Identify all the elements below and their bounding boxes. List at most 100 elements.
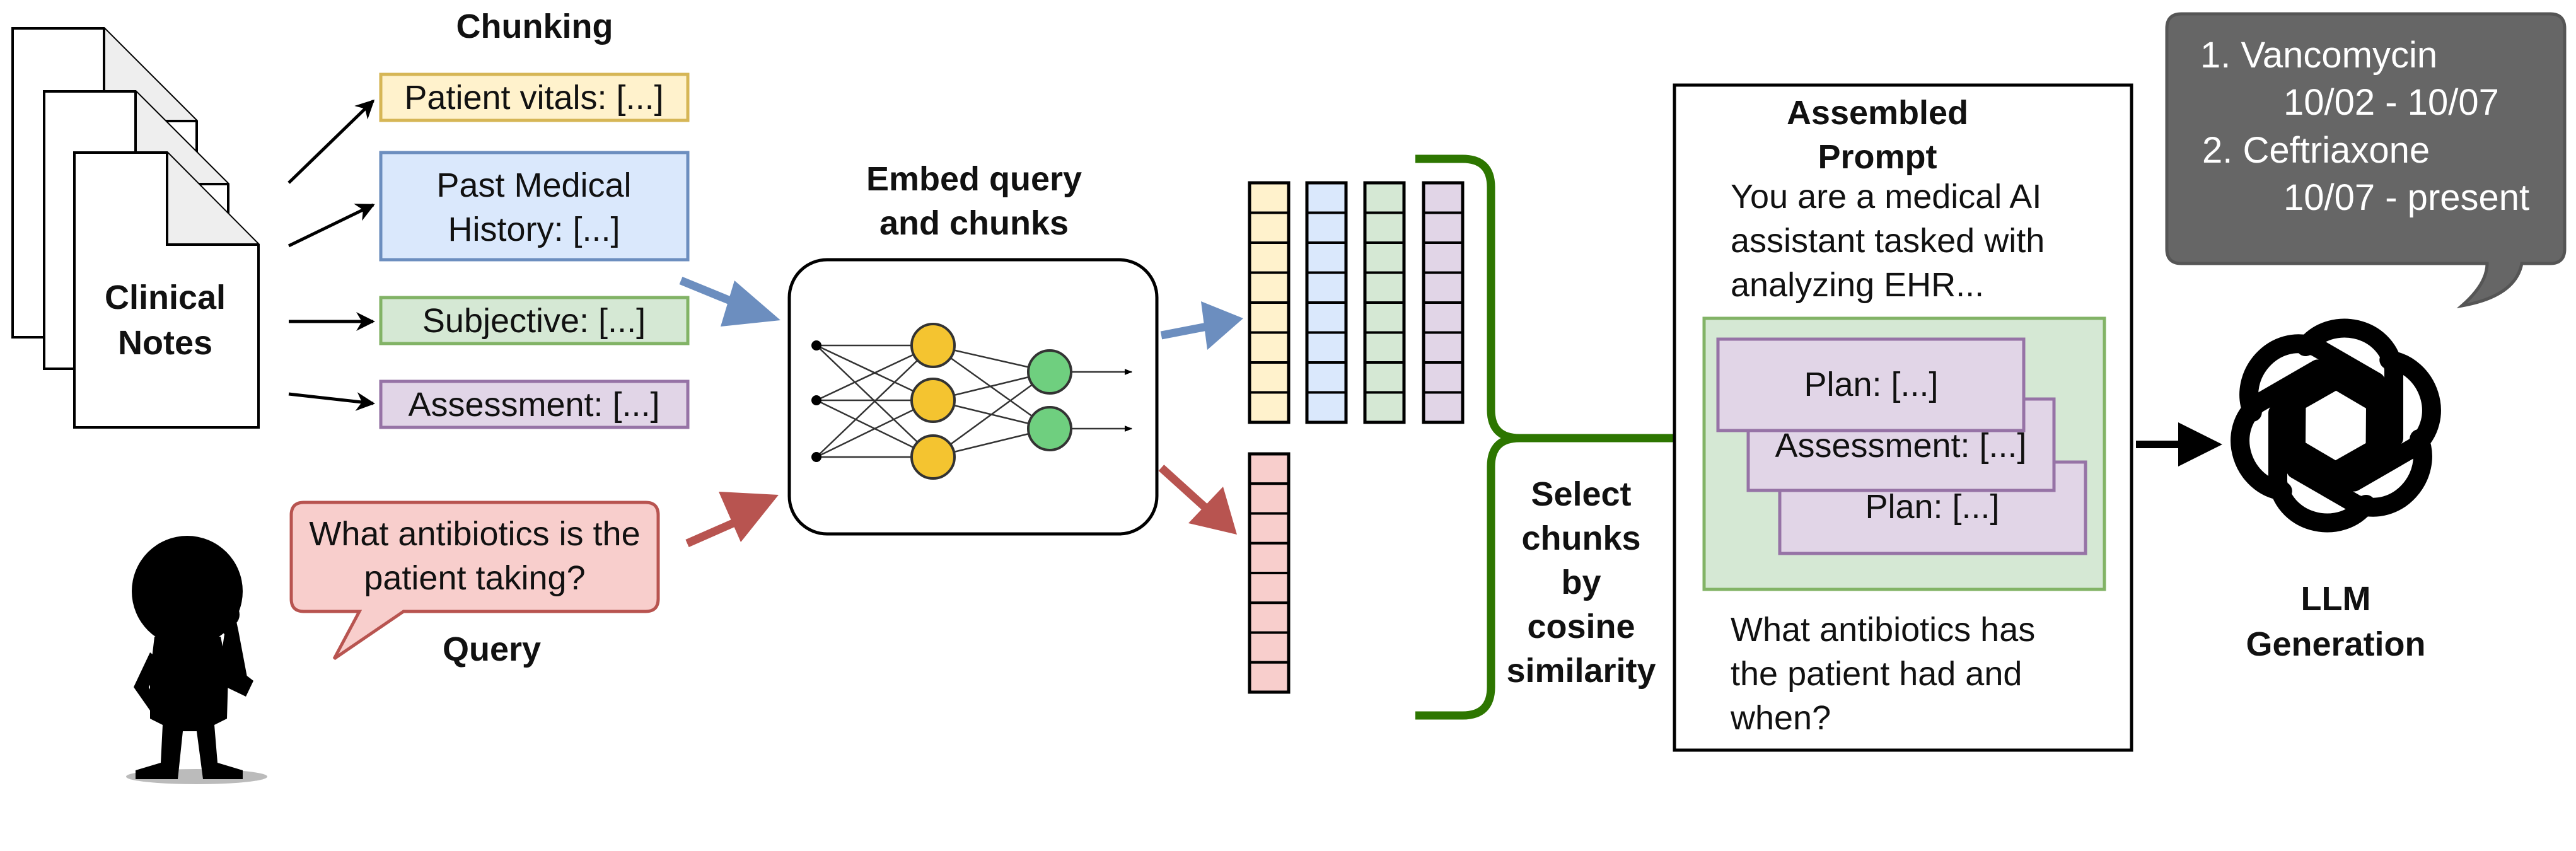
- vector-cell: [1248, 572, 1290, 605]
- vector-cell: [1248, 361, 1290, 394]
- vector-outline: [1305, 181, 1348, 424]
- prompt-intro-line3: analyzing EHR...: [1731, 266, 1984, 304]
- vector-cell: [1248, 331, 1290, 364]
- vector-cell: [1422, 241, 1464, 274]
- vector-cell: [1306, 211, 1347, 244]
- vector-cell: [1248, 601, 1290, 634]
- svg-text:Select: Select: [1531, 475, 1631, 513]
- chunks-to-embed-arrow: [679, 276, 780, 327]
- vector-cell: [1422, 361, 1464, 394]
- openai-logo-icon: [2231, 318, 2441, 533]
- vector-cell: [1248, 301, 1290, 334]
- vector-cell: [1422, 211, 1464, 244]
- notes-to-chunk-arrows: [287, 99, 375, 411]
- embedding-model-box: [787, 258, 1159, 536]
- output-line4: 10/07 - present: [2283, 177, 2529, 218]
- vector-outline: [1248, 181, 1291, 424]
- assembled-prompt-box: Assembled Prompt You are a medical AI as…: [1673, 83, 2133, 752]
- vector-cell: [1364, 361, 1405, 394]
- vector-cell: [1248, 211, 1290, 244]
- query-speech-bubble: What antibiotics is the patient taking?: [289, 501, 660, 661]
- query-to-embed-arrow: [685, 492, 779, 547]
- chunk-text-line2: History: [...]: [448, 211, 620, 248]
- embed-title-line2: and chunks: [879, 204, 1069, 242]
- embed-to-query-vector-arrow: [1158, 465, 1237, 535]
- vector-cell: [1306, 391, 1347, 424]
- vector-cell: [1248, 391, 1290, 424]
- prompt-to-llm-arrow: [2136, 422, 2222, 466]
- vector-blue: [1305, 181, 1348, 424]
- retrieved-chunk-2-text: Assessment: [...]: [1775, 427, 2026, 465]
- prompt-question-line3: when?: [1730, 699, 1831, 737]
- query-label: Query: [443, 630, 541, 668]
- vector-cell: [1364, 182, 1405, 214]
- prompt-question-line1: What antibiotics has: [1731, 611, 2035, 649]
- svg-text:similarity: similarity: [1506, 652, 1656, 690]
- vector-cell: [1422, 182, 1464, 214]
- output-line2: 10/02 - 10/07: [2283, 82, 2499, 123]
- query-text-line1: What antibiotics is the: [309, 515, 640, 553]
- vector-cell: [1364, 331, 1405, 364]
- svg-text:cosine: cosine: [1527, 608, 1635, 645]
- vector-yellow: [1248, 181, 1291, 424]
- vector-cell: [1364, 211, 1405, 244]
- select-chunks-label: Select chunks by cosine similarity: [1506, 475, 1656, 690]
- vector-outline: [1422, 181, 1465, 424]
- retrieved-chunk-1: [1716, 337, 2026, 432]
- vector-cell: [1248, 512, 1290, 545]
- chunk-text: Assessment: [...]: [408, 386, 659, 424]
- vector-cell: [1306, 241, 1347, 274]
- chunk-assessment: Assessment: [...]: [379, 379, 690, 429]
- llm-output-speech-bubble: 1. Vancomycin 10/02 - 10/07 2. Ceftriaxo…: [2165, 12, 2567, 309]
- vector-cell: [1248, 541, 1290, 574]
- chunk-subjective: Subjective: [...]: [379, 296, 690, 345]
- vector-cell: [1248, 661, 1290, 693]
- output-line1: 1. Vancomycin: [2200, 35, 2437, 76]
- vector-cell: [1248, 271, 1290, 304]
- retrieved-chunk-3-text: Plan: [...]: [1865, 488, 1999, 526]
- chunk-text: Patient vitals: [...]: [404, 79, 663, 117]
- vector-purple: [1422, 181, 1465, 424]
- vector-cell: [1422, 391, 1464, 424]
- vector-cell: [1306, 331, 1347, 364]
- clinical-notes-stack: Clinical Notes: [11, 27, 260, 429]
- embed-title-line1: Embed query: [866, 160, 1082, 198]
- svg-text:by: by: [1561, 564, 1601, 601]
- vector-cell: [1306, 301, 1347, 334]
- retrieved-chunk-1-text: Plan: [...]: [1804, 366, 1938, 403]
- vector-outline: [1248, 452, 1291, 694]
- llm-label-line2: Generation: [2246, 625, 2425, 663]
- vector-cell: [1422, 331, 1464, 364]
- query-text-line2: patient taking?: [364, 559, 585, 597]
- notes-label-line1: Clinical: [105, 279, 226, 316]
- embed-to-chunk-vectors-arrow: [1160, 301, 1243, 350]
- vector-cell: [1364, 241, 1405, 274]
- llm-label-line1: LLM: [2301, 580, 2371, 618]
- vector-cell: [1248, 453, 1290, 485]
- vector-cell: [1248, 482, 1290, 515]
- chunk-text: Subjective: [...]: [422, 302, 646, 340]
- prompt-question-line2: the patient had and: [1731, 655, 2022, 693]
- chunk-embedding-vectors: [1248, 181, 1465, 424]
- chunk-text-line1: Past Medical: [436, 166, 631, 204]
- vector-outline: [1363, 181, 1406, 424]
- similarity-bracket: [1415, 154, 1690, 720]
- prompt-intro-line1: You are a medical AI: [1731, 178, 2041, 216]
- chunk-past-medical-history: Past Medical History: [...]: [379, 151, 690, 262]
- prompt-title-line2: Prompt: [1818, 138, 1937, 176]
- notes-label-line2: Notes: [118, 324, 212, 362]
- output-line3: 2. Ceftriaxone: [2202, 130, 2430, 171]
- vector-cell: [1422, 271, 1464, 304]
- user-thinking-icon: [126, 536, 267, 784]
- vector-cell: [1306, 271, 1347, 304]
- svg-text:chunks: chunks: [1521, 519, 1640, 557]
- vector-green: [1363, 181, 1406, 424]
- chunk-patient-vitals: Patient vitals: [...]: [379, 72, 690, 122]
- vector-cell: [1306, 182, 1347, 214]
- vector-cell: [1364, 391, 1405, 424]
- chunking-title: Chunking: [456, 8, 613, 45]
- vector-cell: [1422, 301, 1464, 334]
- vector-cell: [1248, 182, 1290, 214]
- prompt-intro-line2: assistant tasked with: [1731, 222, 2045, 260]
